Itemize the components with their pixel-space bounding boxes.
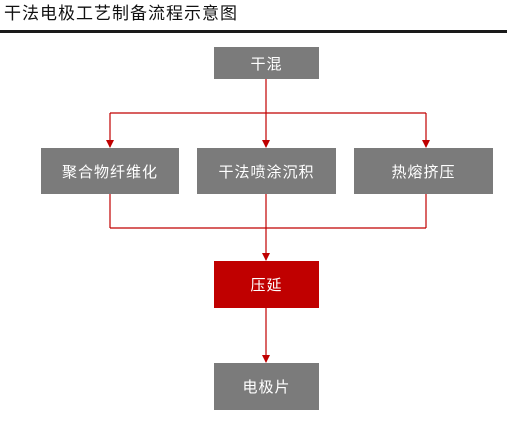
diagram-title: 干法电极工艺制备流程示意图: [4, 4, 238, 24]
node-calendering: 压延: [214, 261, 319, 308]
node-dry-mix: 干混: [214, 47, 319, 79]
node-hot-melt-extrusion: 热熔挤压: [354, 148, 493, 194]
node-dry-spray-deposition: 干法喷涂沉积: [197, 148, 336, 194]
node-electrode-sheet: 电极片: [214, 363, 319, 410]
title-divider: [0, 30, 507, 33]
node-polymer-fiberization: 聚合物纤维化: [41, 148, 179, 194]
